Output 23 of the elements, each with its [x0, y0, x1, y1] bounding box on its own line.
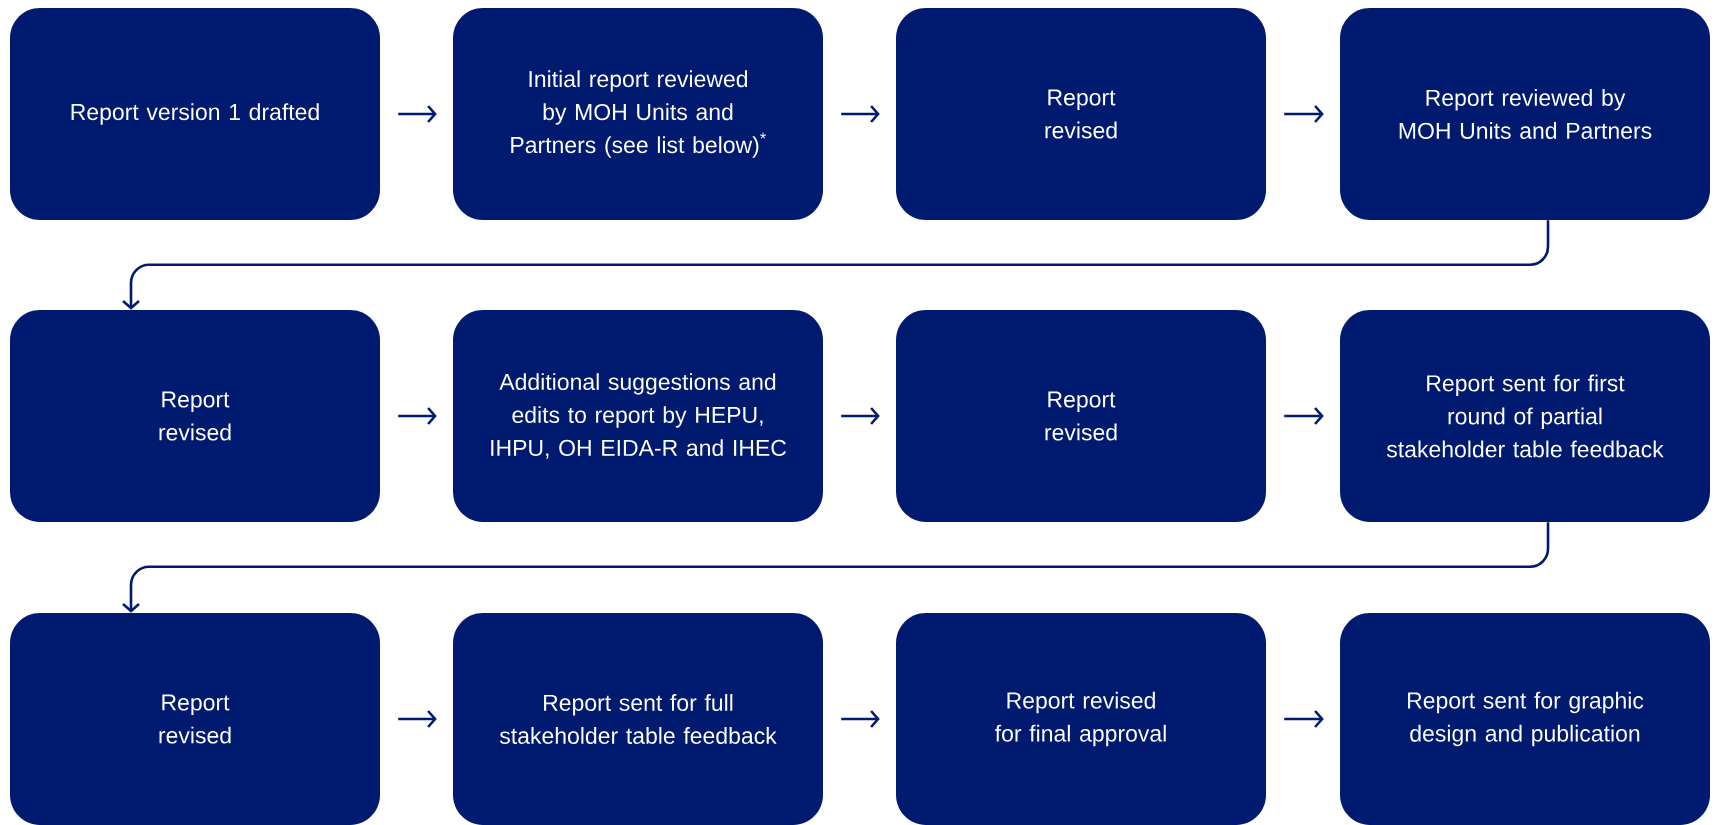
- process-box: Report sent for first round of partial stakeholder table feedback: [1340, 310, 1710, 522]
- arrow: [1284, 105, 1324, 123]
- process-box: Additional suggestions and edits to report by HEPU, IHPU, OH EIDA-R and IHEC: [453, 310, 823, 522]
- process-box: Report revised: [896, 8, 1266, 220]
- process-box: Initial report reviewed by MOH Units and Partners (see list below)$^{*}$: [453, 8, 823, 220]
- arrow: [841, 407, 880, 425]
- process-box: Report reviewed by MOH Units and Partners: [1340, 8, 1710, 220]
- arrow: [398, 710, 437, 728]
- process-box: Report version 1 drafted: [10, 8, 380, 220]
- arrow: [1284, 710, 1324, 728]
- arrow: [398, 407, 437, 425]
- process-box: Report revised for final approval: [896, 613, 1266, 825]
- arrow: [1284, 407, 1324, 425]
- process-box: Report revised: [10, 613, 380, 825]
- arrow: [122, 522, 1550, 613]
- arrow: [122, 220, 1550, 310]
- arrow: [841, 710, 880, 728]
- arrow: [398, 105, 437, 123]
- process-box: Report sent for full stakeholder table feedback: [453, 613, 823, 825]
- process-box: Report sent for graphic design and publication: [1340, 613, 1710, 825]
- process-box: Report revised: [10, 310, 380, 522]
- process-box: Report revised: [896, 310, 1266, 522]
- arrow: [841, 105, 880, 123]
